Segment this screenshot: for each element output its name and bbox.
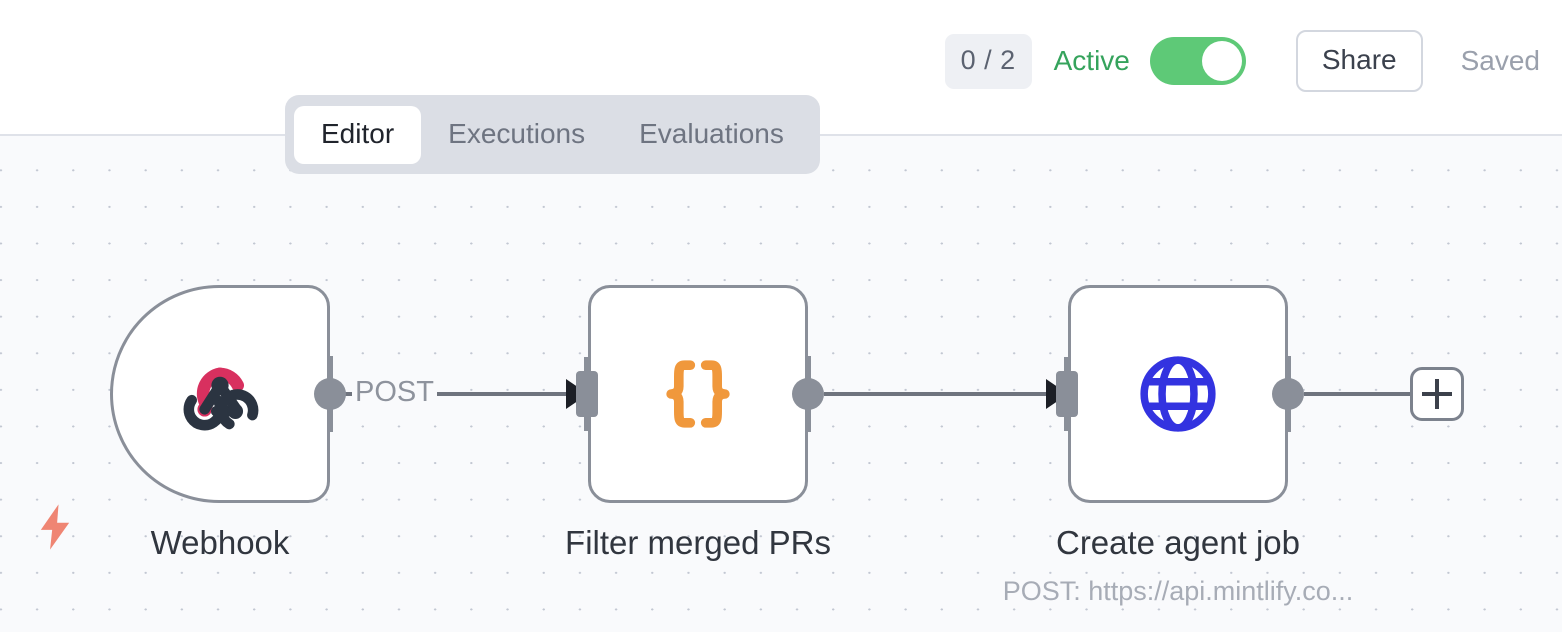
node-webhook-output-handle[interactable] bbox=[314, 356, 346, 432]
workflow-canvas[interactable]: POST bbox=[0, 134, 1562, 632]
tab-editor[interactable]: Editor bbox=[294, 105, 422, 164]
status-label: Active bbox=[1053, 45, 1130, 76]
node-http-sublabel: POST: https://api.mintlify.co... bbox=[1002, 576, 1354, 606]
globe-icon bbox=[1131, 347, 1225, 441]
edge-label-post: POST bbox=[352, 376, 437, 409]
share-button[interactable]: Share bbox=[1295, 30, 1423, 92]
node-http-output-handle[interactable] bbox=[1272, 356, 1304, 432]
node-http-label: Create agent job bbox=[1055, 524, 1300, 561]
node-filter-output-handle[interactable] bbox=[792, 356, 824, 432]
edge-http-add[interactable] bbox=[1304, 392, 1410, 396]
saved-status-label: Saved bbox=[1460, 45, 1540, 76]
code-braces-icon bbox=[650, 346, 746, 442]
node-filter-input-handle[interactable] bbox=[576, 357, 598, 431]
edge-filter-http[interactable] bbox=[824, 392, 1056, 396]
webhook-icon bbox=[172, 346, 268, 442]
edge-webhook-filter[interactable] bbox=[344, 392, 576, 396]
lightning-bolt-icon bbox=[38, 504, 72, 550]
node-http-input-handle[interactable] bbox=[1056, 357, 1078, 431]
node-webhook-label: Webhook bbox=[150, 524, 290, 561]
header-actions: 0 / 2 Active Share Saved bbox=[944, 28, 1540, 94]
active-toggle[interactable] bbox=[1149, 37, 1246, 85]
plus-icon-vertical bbox=[1435, 379, 1439, 409]
node-filter-label: Filter merged PRs bbox=[565, 524, 831, 561]
add-node-button[interactable] bbox=[1410, 367, 1464, 421]
node-webhook[interactable] bbox=[110, 285, 330, 503]
node-filter-merged-prs[interactable] bbox=[588, 285, 808, 503]
tab-executions[interactable]: Executions bbox=[421, 106, 612, 164]
node-create-agent-job[interactable] bbox=[1068, 285, 1288, 503]
run-count-badge: 0 / 2 bbox=[944, 33, 1032, 89]
view-tabs: Editor Executions Evaluations bbox=[285, 95, 820, 174]
toggle-knob bbox=[1201, 41, 1242, 81]
tab-evaluations[interactable]: Evaluations bbox=[612, 106, 811, 164]
